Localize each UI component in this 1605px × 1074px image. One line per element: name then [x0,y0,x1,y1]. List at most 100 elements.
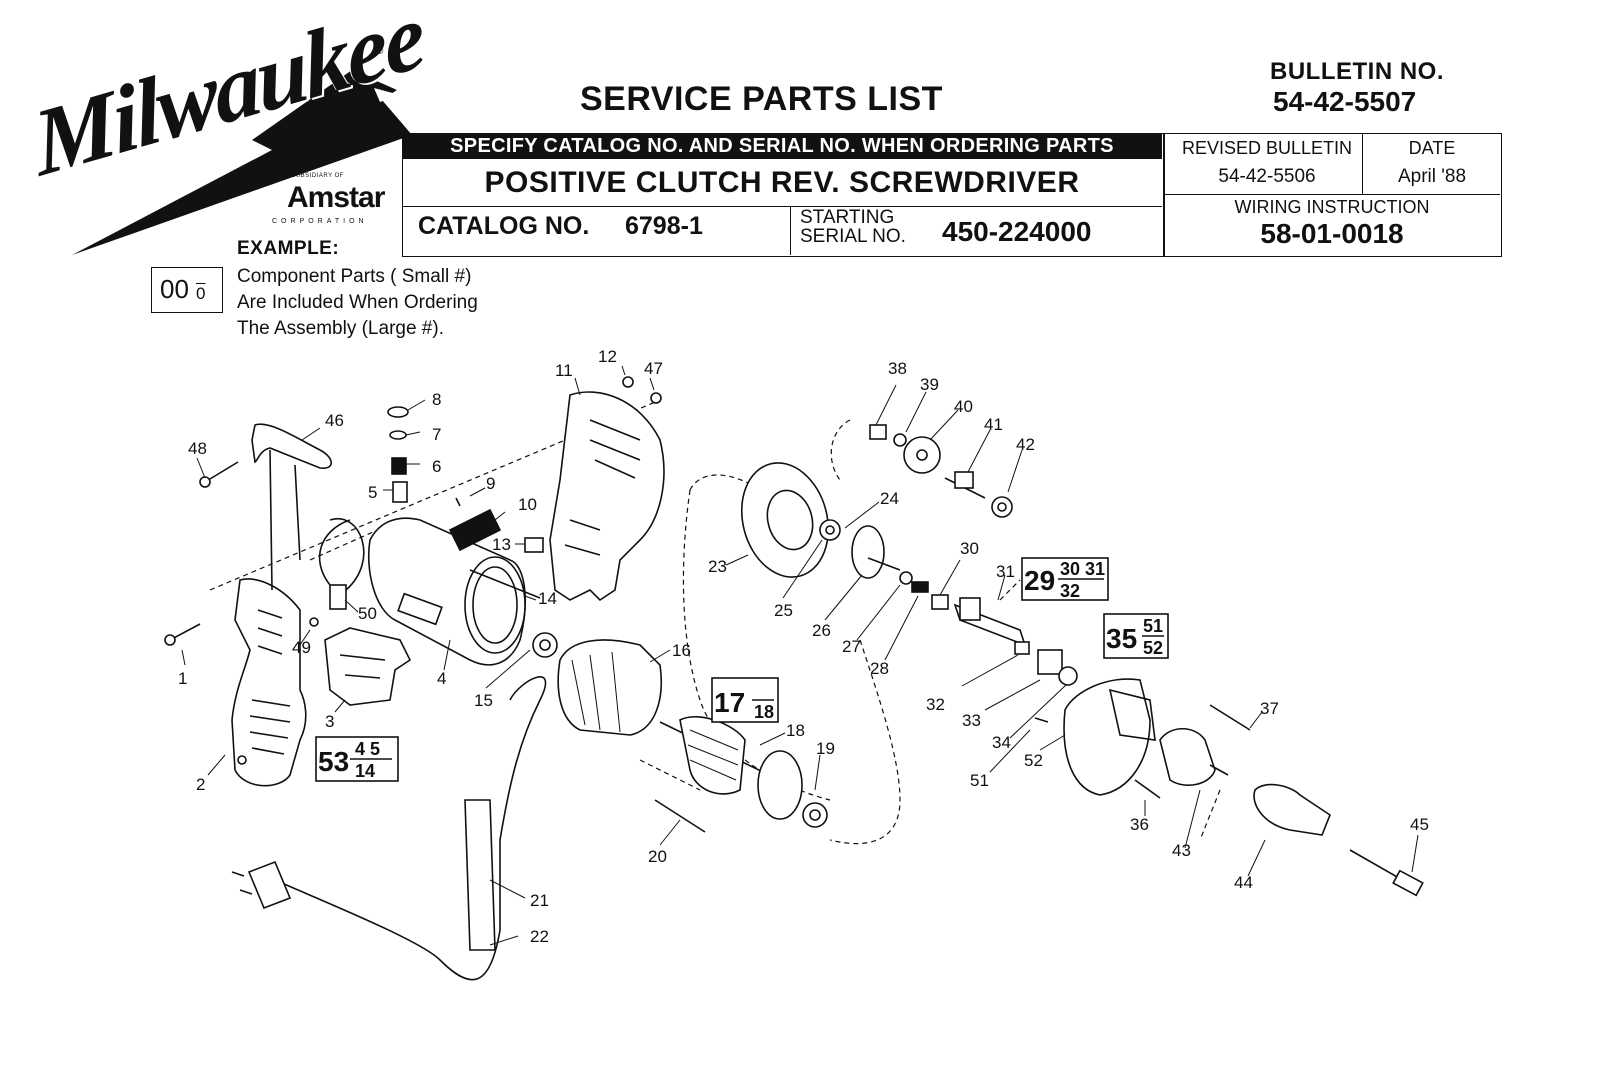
callout-41: 41 [984,415,1003,434]
callout-33: 33 [962,711,981,730]
example-text: Component Parts ( Small #) Are Included … [237,264,478,342]
specify-banner: SPECIFY CATALOG NO. AND SERIAL NO. WHEN … [402,133,1162,159]
bearing-part-25 [819,519,841,541]
serial-number: 450-224000 [942,216,1092,247]
callout-15: 15 [474,691,493,710]
date-value: April '88 [1397,166,1467,187]
handle-half-part-11 [549,391,665,602]
callout-3: 3 [325,712,334,731]
callout-20: 20 [648,847,667,866]
callout-10: 10 [518,495,537,514]
starting-serial-label: STARTING SERIAL NO. [800,208,906,246]
callout-27: 27 [842,637,861,656]
header-divider [402,206,1162,207]
kit-17-assembly: 17 [714,687,745,718]
callout-16: 16 [672,641,691,660]
callout-44: 44 [1234,873,1253,892]
callout-32: 32 [926,695,945,714]
kit-box-17: 17 18 [711,677,779,723]
parent-company-name: Amstar [287,181,385,214]
motor-housing-part-4 [367,517,526,666]
spring-clip-part-46 [251,423,333,591]
starting-label-line-1: STARTING [800,207,895,228]
rivet-part-9 [455,497,461,507]
example-heading: EXAMPLE: [237,238,340,259]
header-divider-vertical [790,206,791,255]
header-side-divider-vertical [1362,133,1363,194]
spindle-gear-part-26 [851,525,901,579]
callout-34: 34 [992,733,1011,752]
switch-part-3 [324,627,412,706]
callout-47: 47 [644,359,663,378]
kit-35-assembly: 35 [1106,623,1137,654]
callout-2: 2 [196,775,205,794]
date-label: DATE [1408,138,1456,158]
milwaukee-logo: Milwaukee ® A SUBSIDIARY OF Amstar CORPO… [28,0,428,260]
bulletin-label: BULLETIN NO. [1270,58,1444,85]
screw-part-14 [469,569,541,599]
parent-corporation: CORPORATION [272,218,368,225]
field-part-16 [557,639,662,736]
kit-17-components-bottom: 18 [754,702,774,722]
callout-50: 50 [358,604,377,623]
callout-19: 19 [816,739,835,758]
callout-38: 38 [888,359,907,378]
example-big-number: 00 [160,274,189,304]
callout-11: 11 [555,361,573,380]
example-small-number: 0 [196,284,206,303]
callout-40: 40 [954,397,973,416]
gear-case-part-35 [1063,678,1156,796]
clutch-part-29 [953,597,1027,647]
callout-49: 49 [292,638,311,657]
catalog-number: 6798-1 [625,212,703,240]
callout-7: 7 [432,425,441,444]
wiring-instruction-label: WIRING INSTRUCTION [1234,197,1430,217]
screw-part-37 [1209,704,1251,731]
header-side-divider [1164,194,1500,195]
callout-1: 1 [178,669,187,688]
nameplate-part-10 [448,508,502,552]
callout-21: 21 [530,891,549,910]
kit-29-components-top: 30 31 [1060,559,1105,579]
washer-part-34 [1058,666,1078,686]
ball-part-32 [1014,641,1030,655]
example-line-1: Component Parts ( Small #) [237,266,472,287]
revised-bulletin-label: REVISED BULLETIN [1181,138,1353,158]
kit-box-29: 29 30 31 32 [1021,557,1109,601]
brush-holder-part-5 [392,481,408,503]
spring-part-6 [391,457,407,475]
example-line-3: The Assembly (Large #). [237,318,444,339]
bit-holder-part-45 [1349,849,1424,897]
callout-52: 52 [1024,751,1043,770]
callout-9: 9 [486,474,495,493]
washer-part-27 [899,571,913,585]
page-title: SERVICE PARTS LIST [580,80,943,118]
callout-45: 45 [1410,815,1429,834]
bushing-part-38 [869,424,887,440]
armature-part-18 [659,715,803,820]
handle-half-part-2 [231,578,307,787]
nut-part-47 [650,392,662,404]
bulletin-number: 54-42-5507 [1273,86,1417,117]
callout-25: 25 [774,601,793,620]
callout-30: 30 [960,539,979,558]
washer-part-39 [893,433,907,447]
nut-part-12 [622,376,634,388]
cord-protector-part-21 [464,799,496,951]
callout-43: 43 [1172,841,1191,860]
starting-label-line-2: SERIAL NO. [800,226,906,247]
callout-6: 6 [432,457,441,476]
callout-42: 42 [1016,435,1035,454]
parent-subsidiary-line: A SUBSIDIARY OF [285,173,344,179]
callout-24: 24 [880,489,899,508]
example-kit-box: 00 0 [151,267,223,313]
callout-18: 18 [786,721,805,740]
catalog-label: CATALOG NO. [418,212,590,240]
brush-holder-stack [387,406,409,503]
terminal-part-13 [524,537,544,553]
adjusting-collar-part-43 [1159,727,1229,786]
callout-26: 26 [812,621,831,640]
example-line-2: Are Included When Ordering [237,292,478,313]
callout-51: 51 [970,771,989,790]
kit-53-assembly: 53 [318,746,349,777]
